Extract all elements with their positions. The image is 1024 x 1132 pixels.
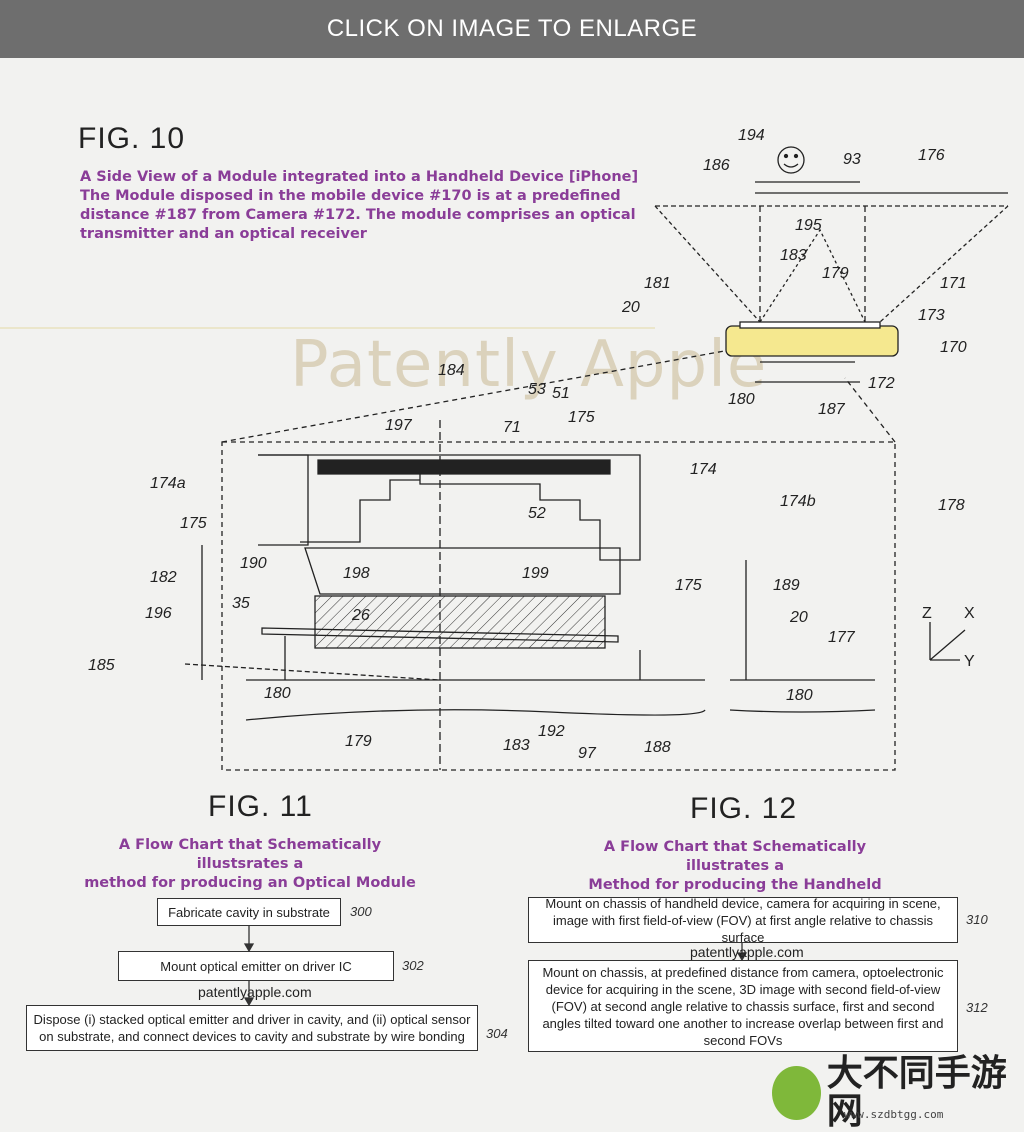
patent-drawing: 194 93 186 176 195 183 179 181 171 20 17… bbox=[0, 127, 1009, 771]
fig10-caption-line: The Module disposed in the mobile device… bbox=[80, 188, 621, 204]
ref-label: 189 bbox=[773, 577, 800, 594]
ref-label: 186 bbox=[703, 157, 730, 174]
ref-label: 35 bbox=[232, 595, 250, 612]
ref-label: 197 bbox=[385, 417, 413, 434]
fig11-caption-line: A Flow Chart that Schematically illustsr… bbox=[118, 837, 382, 872]
fig10-reference-labels: 194 93 186 176 195 183 179 181 171 20 17… bbox=[88, 127, 975, 762]
fig11-title: FIG. 11 bbox=[208, 790, 313, 823]
fig10-caption-line: A Side View of a Module integrated into … bbox=[80, 169, 639, 185]
ref-label: 190 bbox=[240, 555, 267, 572]
ref-label: 181 bbox=[644, 275, 671, 292]
ref-label: 51 bbox=[552, 385, 570, 402]
fig12-ref-310: 310 bbox=[966, 912, 988, 927]
fig12-caption-line: A Flow Chart that Schematically illustra… bbox=[603, 839, 867, 874]
ref-label: 174b bbox=[780, 493, 816, 510]
ref-label: 174a bbox=[150, 475, 186, 492]
ref-label: 173 bbox=[918, 307, 945, 324]
logo-text: 大不同手游网 bbox=[826, 1053, 1007, 1132]
ref-label: 97 bbox=[578, 745, 597, 762]
ref-label: 171 bbox=[940, 275, 967, 292]
fig12-site-watermark: patentlyapple.com bbox=[690, 944, 804, 960]
ref-label: 26 bbox=[351, 607, 370, 624]
ref-label: 174 bbox=[690, 461, 717, 478]
ref-label: 179 bbox=[822, 265, 849, 282]
enlarge-banner[interactable]: CLICK ON IMAGE TO ENLARGE bbox=[0, 0, 1024, 58]
ref-label: 20 bbox=[621, 299, 640, 316]
fig11-caption: A Flow Chart that Schematically illustsr… bbox=[80, 836, 420, 893]
ref-label: 180 bbox=[786, 687, 813, 704]
ref-label: 180 bbox=[264, 685, 291, 702]
ref-label: 188 bbox=[644, 739, 671, 756]
ref-label: 175 bbox=[180, 515, 207, 532]
ref-label: 176 bbox=[918, 147, 945, 164]
ref-label: 194 bbox=[738, 127, 765, 144]
fig12-title: FIG. 12 bbox=[690, 792, 798, 825]
ref-label: 198 bbox=[343, 565, 370, 582]
axis-z-label: Z bbox=[922, 605, 932, 622]
ref-label: 192 bbox=[538, 723, 565, 740]
ref-label: 175 bbox=[568, 409, 595, 426]
leaf-icon bbox=[772, 1066, 821, 1120]
ref-label: 195 bbox=[795, 217, 822, 234]
fig10-caption-line: transmitter and an optical receiver bbox=[80, 226, 367, 242]
ref-label: 177 bbox=[828, 629, 856, 646]
fig11-step-304: Dispose (i) stacked optical emitter and … bbox=[26, 1005, 478, 1051]
site-logo[interactable]: 大不同手游网 www.szdbtgg.com bbox=[772, 1055, 1022, 1131]
ref-label: 178 bbox=[938, 497, 965, 514]
ref-label: 196 bbox=[145, 605, 172, 622]
axis-y-label: Y bbox=[964, 653, 975, 670]
ref-label: 170 bbox=[940, 339, 967, 356]
ref-label: 179 bbox=[345, 733, 372, 750]
ref-label: 184 bbox=[438, 362, 465, 379]
fig11-ref-302: 302 bbox=[402, 958, 424, 973]
enlarge-banner-text: CLICK ON IMAGE TO ENLARGE bbox=[326, 15, 698, 42]
fig11-site-watermark: patentlyapple.com bbox=[198, 984, 312, 1000]
ref-label: 199 bbox=[522, 565, 549, 582]
ref-label: 187 bbox=[818, 401, 846, 418]
fig12-step-310: Mount on chassis of handheld device, cam… bbox=[528, 896, 958, 945]
ref-label: 182 bbox=[150, 569, 177, 586]
ref-label: 183 bbox=[503, 737, 530, 754]
fig12-step-312: Mount on chassis, at predefined distance… bbox=[528, 960, 958, 1052]
fig11-ref-304: 304 bbox=[486, 1026, 508, 1041]
ref-label: 180 bbox=[728, 391, 755, 408]
ref-label: 175 bbox=[675, 577, 702, 594]
fig11-caption-line: method for producing an Optical Module bbox=[84, 875, 416, 891]
fig12-ref-312: 312 bbox=[966, 1000, 988, 1015]
ref-label: 172 bbox=[868, 375, 895, 392]
axis-x-label: X bbox=[964, 605, 975, 622]
ref-label: 53 bbox=[528, 381, 546, 398]
watermark: Patently Apple bbox=[290, 328, 768, 402]
ref-label: 71 bbox=[503, 419, 521, 436]
logo-url: www.szdbtgg.com bbox=[844, 1108, 944, 1121]
fig11-step-300: Fabricate cavity in substrate bbox=[157, 898, 341, 926]
fig11-step-302: Mount optical emitter on driver IC bbox=[118, 951, 394, 981]
fig10-caption-line: distance #187 from Camera #172. The modu… bbox=[80, 207, 636, 223]
ref-label: 93 bbox=[843, 151, 861, 168]
fig10-title: FIG. 10 bbox=[78, 122, 186, 155]
ref-label: 183 bbox=[780, 247, 807, 264]
fig11-ref-300: 300 bbox=[350, 904, 372, 919]
ref-label: 185 bbox=[88, 657, 115, 674]
ref-label: 20 bbox=[789, 609, 808, 626]
ref-label: 52 bbox=[528, 505, 546, 522]
fig10-caption: A Side View of a Module integrated into … bbox=[80, 168, 638, 244]
